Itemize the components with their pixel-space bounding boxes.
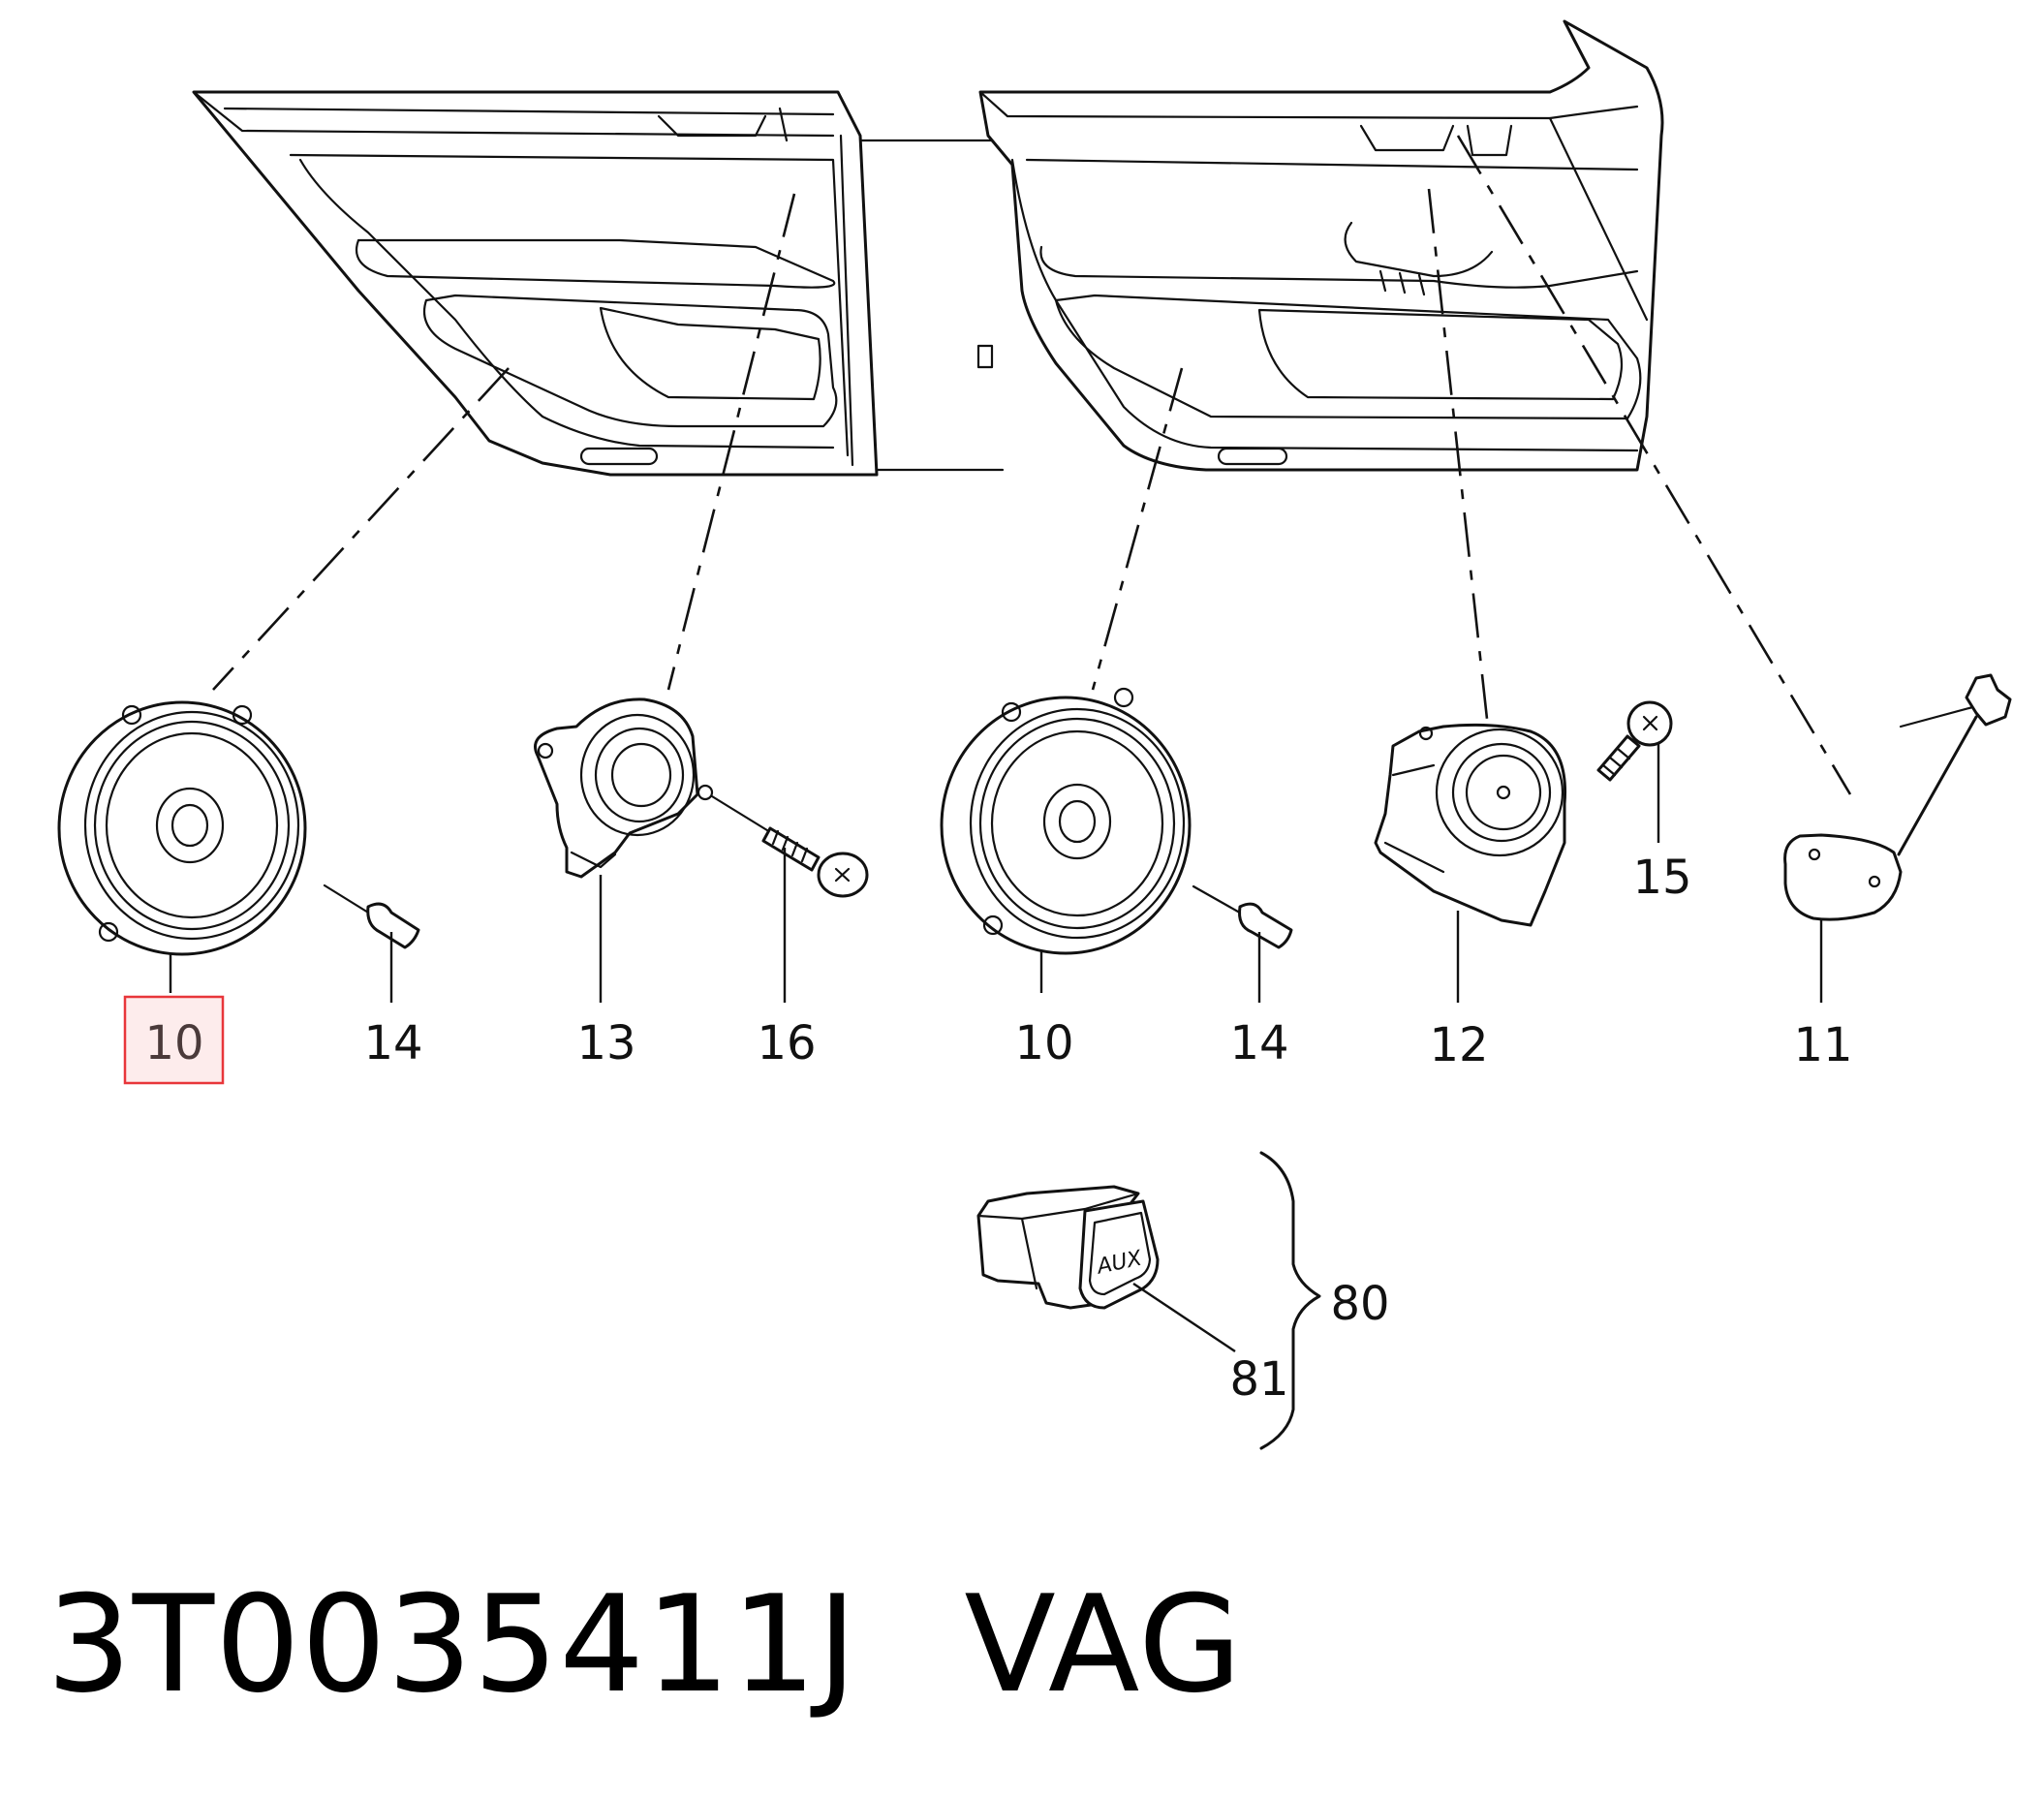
rivet-front-icon <box>1192 884 1293 1003</box>
brand-name: VAG <box>964 1566 1243 1722</box>
callout-15[interactable]: 15 <box>1632 851 1691 905</box>
leader-dashed-rear-speaker <box>212 367 510 691</box>
sensor-11-icon <box>1783 673 2012 1003</box>
leader-dashed-rear-tweeter <box>666 193 796 691</box>
callout-14-front[interactable]: 14 <box>1229 1016 1288 1070</box>
front-door-trim-panel <box>978 19 1664 472</box>
callout-13[interactable]: 13 <box>576 1016 635 1070</box>
leader-line-81 <box>1132 1283 1236 1352</box>
callout-81[interactable]: 81 <box>1229 1352 1288 1407</box>
speaker-front-icon <box>940 687 1192 955</box>
leader-dashed-front-midrange <box>1427 188 1489 720</box>
screw-16-icon <box>710 794 869 1003</box>
screw-15-icon <box>1596 700 1673 843</box>
assembly-bracket-80 <box>1259 1151 1321 1450</box>
callout-80[interactable]: 80 <box>1330 1277 1389 1331</box>
part-number: 3T0035411J <box>46 1566 858 1722</box>
callout-16[interactable]: 16 <box>757 1016 816 1070</box>
callout-11[interactable]: 11 <box>1793 1018 1852 1072</box>
rivet-rear-icon <box>323 884 420 1003</box>
callout-10-rear[interactable]: 10 <box>144 1016 203 1070</box>
callout-12[interactable]: 12 <box>1429 1018 1488 1072</box>
callout-14-rear[interactable]: 14 <box>363 1016 422 1070</box>
highlight-box-callout-10 <box>123 995 225 1085</box>
tweeter-rear-icon <box>534 698 714 1003</box>
trim-clip-icon <box>976 344 994 369</box>
part-caption: 3T0035411J VAG <box>46 1567 1243 1722</box>
speaker-rear-icon <box>57 700 307 956</box>
panel-connection-lines <box>858 139 1005 472</box>
rear-door-trim-panel <box>192 90 879 477</box>
callout-10-front[interactable]: 10 <box>1014 1016 1073 1070</box>
aux-socket-icon: AUX <box>976 1185 1160 1310</box>
leader-dashed-front-speaker <box>1091 367 1184 691</box>
midrange-front-icon <box>1374 723 1567 1003</box>
